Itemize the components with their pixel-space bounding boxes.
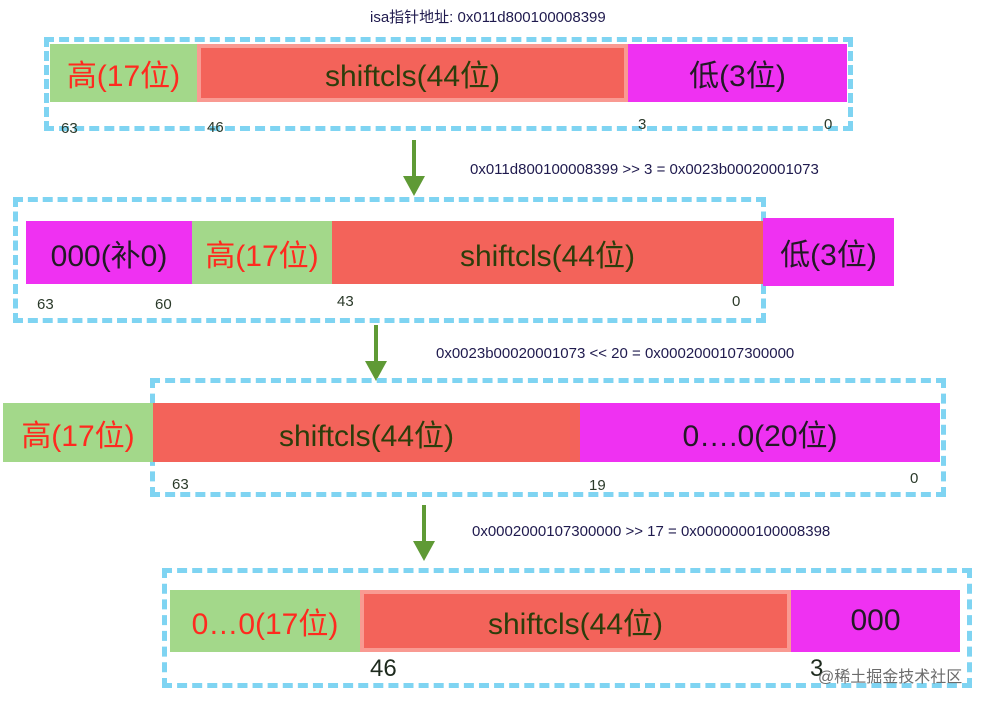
row4-frame (162, 568, 972, 688)
row2-label-43: 43 (337, 293, 354, 310)
row1-label-3: 3 (638, 116, 647, 133)
row2-label-63: 63 (37, 296, 54, 313)
row4-zero-bits: 0…0(17位) (170, 590, 360, 652)
row2-label-0: 0 (732, 293, 741, 310)
row2-padding-bits: 000(补0) (26, 221, 192, 284)
row3-label-19: 19 (589, 477, 606, 494)
row1-label-0: 0 (824, 116, 833, 133)
row4-low-bits: 000 (791, 590, 960, 652)
row1-label-63: 63 (61, 120, 78, 137)
down-arrow-icon (413, 505, 435, 561)
row2-low-bits: 低(3位) (763, 218, 894, 286)
row4-shiftcls-bits: shiftcls(44位) (360, 590, 791, 652)
row1-shiftcls-bits: shiftcls(44位) (197, 44, 628, 102)
shift-right-17-operation: 0x0002000107300000 >> 17 = 0x00000001000… (472, 523, 831, 540)
row3-zero-bits: 0….0(20位) (580, 403, 940, 462)
down-arrow-icon (365, 325, 387, 381)
row1-high-bits: 高(17位) (50, 44, 197, 102)
watermark: @稀土掘金技术社区 (818, 669, 963, 686)
shift-left-20-operation: 0x0023b00020001073 << 20 = 0x00020001073… (436, 345, 795, 362)
row3-high-bits: 高(17位) (3, 403, 153, 462)
row1-low-bits: 低(3位) (628, 44, 847, 102)
shift-right-3-operation: 0x011d800100008399 >> 3 = 0x0023b0002000… (470, 161, 819, 178)
row1-label-46: 46 (207, 119, 224, 136)
row3-shiftcls-bits: shiftcls(44位) (153, 403, 580, 462)
row2-label-60: 60 (155, 296, 172, 313)
row1-frame (44, 37, 853, 131)
row2-shiftcls-bits: shiftcls(44位) (332, 221, 763, 284)
row3-label-0: 0 (910, 470, 919, 487)
row2-high-bits: 高(17位) (192, 221, 332, 284)
row4-label-46: 46 (370, 655, 397, 682)
down-arrow-icon (403, 140, 425, 196)
row4-label-3: 3 (810, 655, 824, 682)
row3-label-63: 63 (172, 476, 189, 493)
isa-address-title: isa指针地址: 0x011d800100008399 (370, 9, 606, 26)
